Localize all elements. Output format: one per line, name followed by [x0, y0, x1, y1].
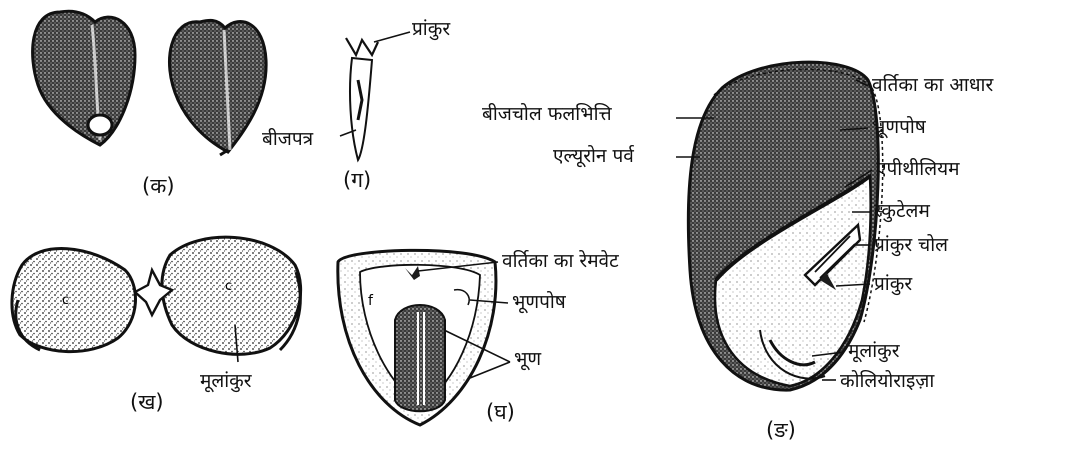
label-nga-seed-coat-pericarp: बीजचोल फलभित्ति — [482, 105, 612, 124]
svg-text:c: c — [225, 279, 232, 294]
label-nga-scutellum: स्कुटेलम — [874, 202, 930, 221]
panel-ka-caption: (क) — [142, 176, 175, 197]
panel-ga-drawing — [340, 32, 410, 160]
panel-gha-caption: (घ) — [486, 402, 515, 423]
label-gha-embryo: भूण — [514, 350, 541, 369]
panel-gha-drawing: f — [338, 250, 510, 425]
label-ga-cotyledon: बीजपत्र — [262, 130, 313, 149]
label-ga-plumule: प्रांकुर — [412, 20, 450, 39]
label-nga-plumule: प्रांकुर — [874, 275, 912, 294]
label-nga-coleorhiza: कोलियोराइज़ा — [840, 372, 934, 391]
svg-text:c: c — [62, 293, 69, 308]
panel-kha-caption: (ख) — [130, 392, 164, 413]
panel-nga-caption: (ङ) — [766, 420, 796, 441]
label-gha-endosperm: भूणपोष — [512, 293, 566, 312]
label-nga-style-base: वर्तिका का आधार — [872, 76, 993, 95]
label-kha-radicle: मूलांकुर — [200, 372, 252, 391]
panel-ka-drawing — [33, 11, 267, 155]
label-nga-coleoptile: प्रांकुर चोल — [874, 236, 948, 255]
label-nga-radicle: मूलांकुर — [848, 342, 900, 361]
panel-ga-caption: (ग) — [343, 170, 371, 191]
panel-kha-drawing: c c — [12, 237, 301, 362]
label-gha-style-remnant: वर्तिका का रेमवेट — [502, 252, 619, 271]
label-nga-endosperm: भ्रूणपोष — [872, 118, 926, 137]
label-nga-epithelium: एपीथीलियम — [876, 160, 959, 179]
label-nga-aleurone: एल्यूरोन पर्व — [553, 147, 634, 166]
